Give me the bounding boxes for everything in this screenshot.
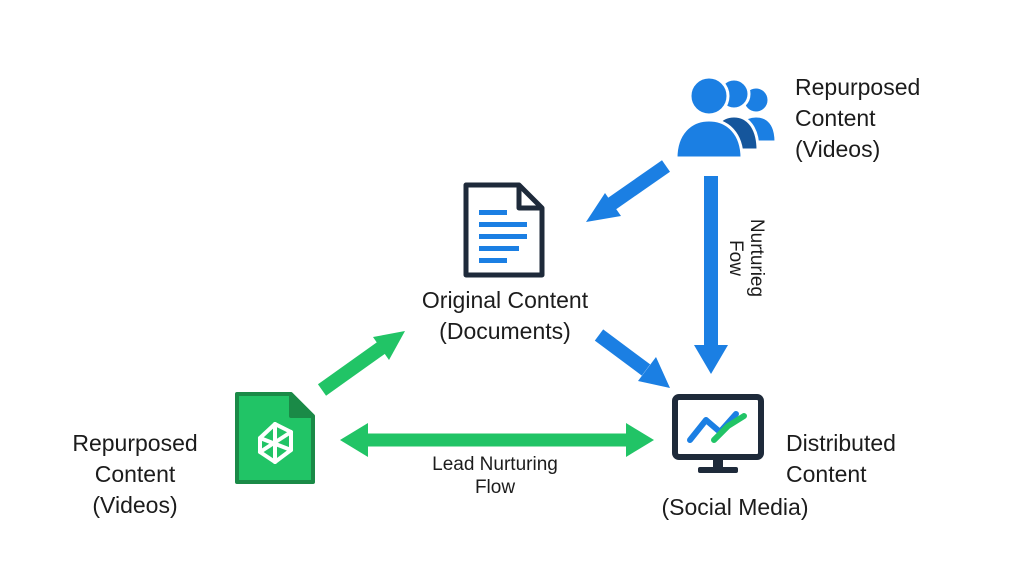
video-file-icon bbox=[235, 392, 315, 484]
arrow-document-to-monitor bbox=[594, 329, 651, 376]
arrow-document-to-monitor-head bbox=[638, 357, 670, 388]
node-label-line: Content bbox=[94, 461, 176, 487]
vertical-flow-label: Nurturieg Fow bbox=[725, 219, 767, 297]
document-icon bbox=[463, 182, 545, 278]
flow-label-line: Flow bbox=[474, 477, 516, 498]
arrow-people-to-document bbox=[605, 160, 671, 211]
node-label-line: Repurposed bbox=[795, 74, 921, 100]
people-group-icon bbox=[674, 75, 778, 160]
node-label-line: Content bbox=[786, 461, 867, 487]
flow-label-line: Nurturieg bbox=[746, 218, 767, 298]
node-label-repurposed-bottom: Repurposed Content (Videos) bbox=[50, 428, 220, 521]
node-label-line: Repurposed bbox=[72, 430, 198, 456]
flow-label-line: Lead Nurturing bbox=[432, 454, 558, 475]
node-label-line: Content bbox=[795, 105, 876, 131]
node-label-line: (Videos) bbox=[795, 136, 881, 162]
flow-label-line: Fow bbox=[725, 240, 746, 276]
arrow-people-to-document-head bbox=[586, 193, 621, 222]
node-label-line: (Videos) bbox=[92, 492, 178, 518]
arrow-people-to-monitor-head bbox=[694, 345, 728, 374]
node-label-line: Original Content bbox=[421, 287, 589, 313]
node-label-social-media: (Social Media) bbox=[640, 492, 830, 523]
node-label-distributed: Distributed Content bbox=[786, 428, 896, 490]
monitor-chart-icon bbox=[672, 394, 764, 473]
node-label-original: Original Content (Documents) bbox=[400, 285, 610, 347]
lead-nurturing-flow-label: Lead Nurturing Flow bbox=[400, 453, 590, 499]
node-label-line: (Documents) bbox=[439, 318, 571, 344]
node-label-repurposed-top: Repurposed Content (Videos) bbox=[795, 72, 920, 165]
arrow-video-to-document bbox=[317, 342, 386, 396]
arrow-lead-nurturing-right-head bbox=[626, 423, 654, 457]
node-label-line: (Social Media) bbox=[661, 494, 809, 520]
node-label-line: Distributed bbox=[786, 430, 896, 456]
arrow-video-to-document-head bbox=[373, 331, 405, 360]
arrow-lead-nurturing-left-head bbox=[340, 423, 368, 457]
